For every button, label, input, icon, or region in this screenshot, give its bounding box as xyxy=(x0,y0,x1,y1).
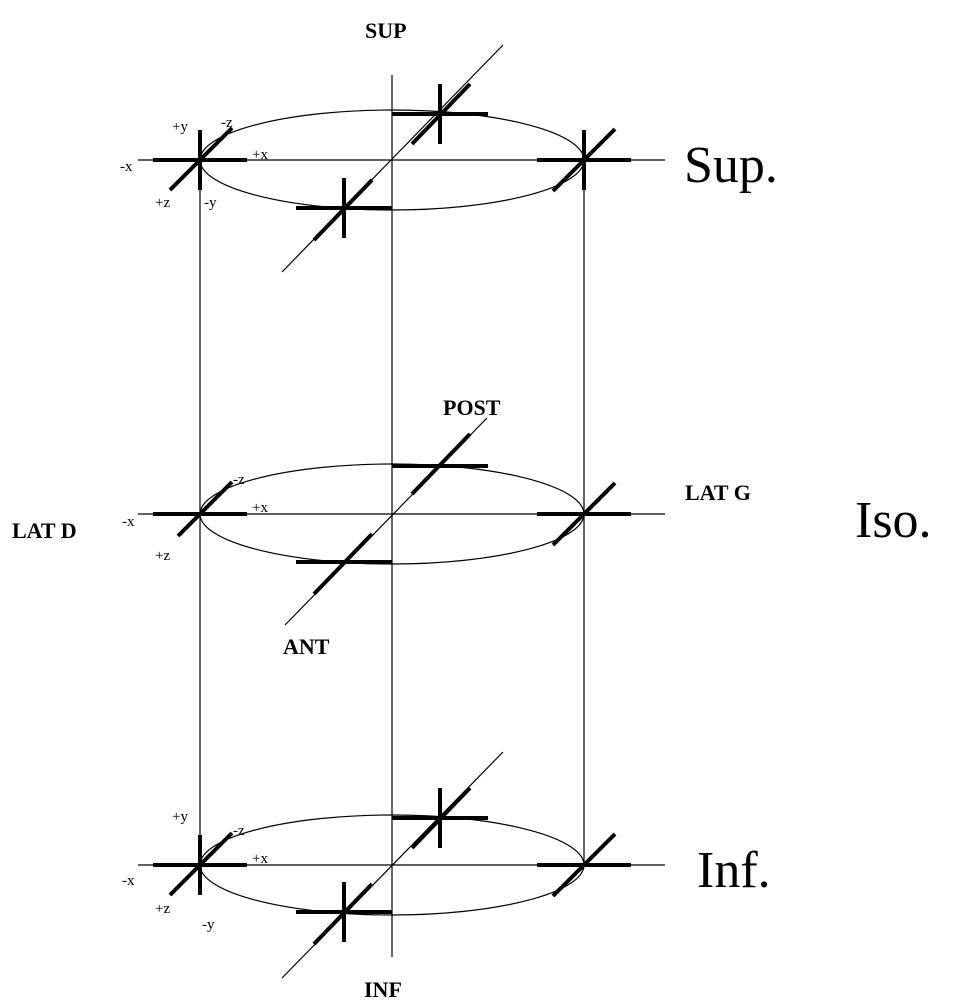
inf-minus-y-label: -y xyxy=(202,917,215,933)
inf-minus-x-label: -x xyxy=(122,873,135,889)
lat-g-direction-label: LAT G xyxy=(685,480,751,505)
sup-minus-y-label: -y xyxy=(204,195,217,211)
inf-minus-z-label: -z xyxy=(233,823,245,839)
sup-level-label: Sup. xyxy=(684,137,778,194)
inf-plus-z-label: +z xyxy=(155,901,170,917)
inf-plus-y-label: +y xyxy=(172,809,188,825)
sup-left-marker-d xyxy=(168,126,234,192)
inf-front-marker-d xyxy=(312,882,374,946)
inf-right-marker-d xyxy=(551,832,617,898)
inf-plus-x-label: +x xyxy=(252,851,268,867)
inf-direction-label: INF xyxy=(364,977,402,1002)
sup-back-marker-d xyxy=(410,82,472,146)
sup-plus-x-label: +x xyxy=(252,147,268,163)
iso-minus-z-label: -z xyxy=(233,472,245,488)
iso-plus-z-label: +z xyxy=(155,548,170,564)
sup-plus-y-label: +y xyxy=(172,119,188,135)
sup-plus-z-label: +z xyxy=(155,195,170,211)
iso-front-marker-d xyxy=(312,532,374,596)
iso-level-label: Iso. xyxy=(855,492,932,549)
inf-level xyxy=(138,751,665,979)
iso-right-marker-d xyxy=(551,481,617,547)
inf-back-marker-d xyxy=(410,786,472,850)
sup-level xyxy=(138,44,665,273)
inf-left-marker-d xyxy=(168,831,234,897)
sup-minus-z-label: -z xyxy=(221,115,233,131)
sup-minus-x-label: -x xyxy=(120,159,133,175)
lat-d-direction-label: LAT D xyxy=(12,518,77,543)
inf-level-label: Inf. xyxy=(697,842,771,899)
iso-minus-x-label: -x xyxy=(122,514,135,530)
sup-right-marker-d xyxy=(551,127,617,193)
iso-left-marker-d xyxy=(176,480,234,538)
post-direction-label: POST xyxy=(443,395,501,420)
iso-level xyxy=(138,417,665,626)
sup-front-marker-d xyxy=(312,178,374,242)
sup-direction-label: SUP xyxy=(365,18,407,43)
iso-plus-x-label: +x xyxy=(252,500,268,516)
iso-back-marker-d xyxy=(410,432,472,496)
ant-direction-label: ANT xyxy=(283,634,330,659)
